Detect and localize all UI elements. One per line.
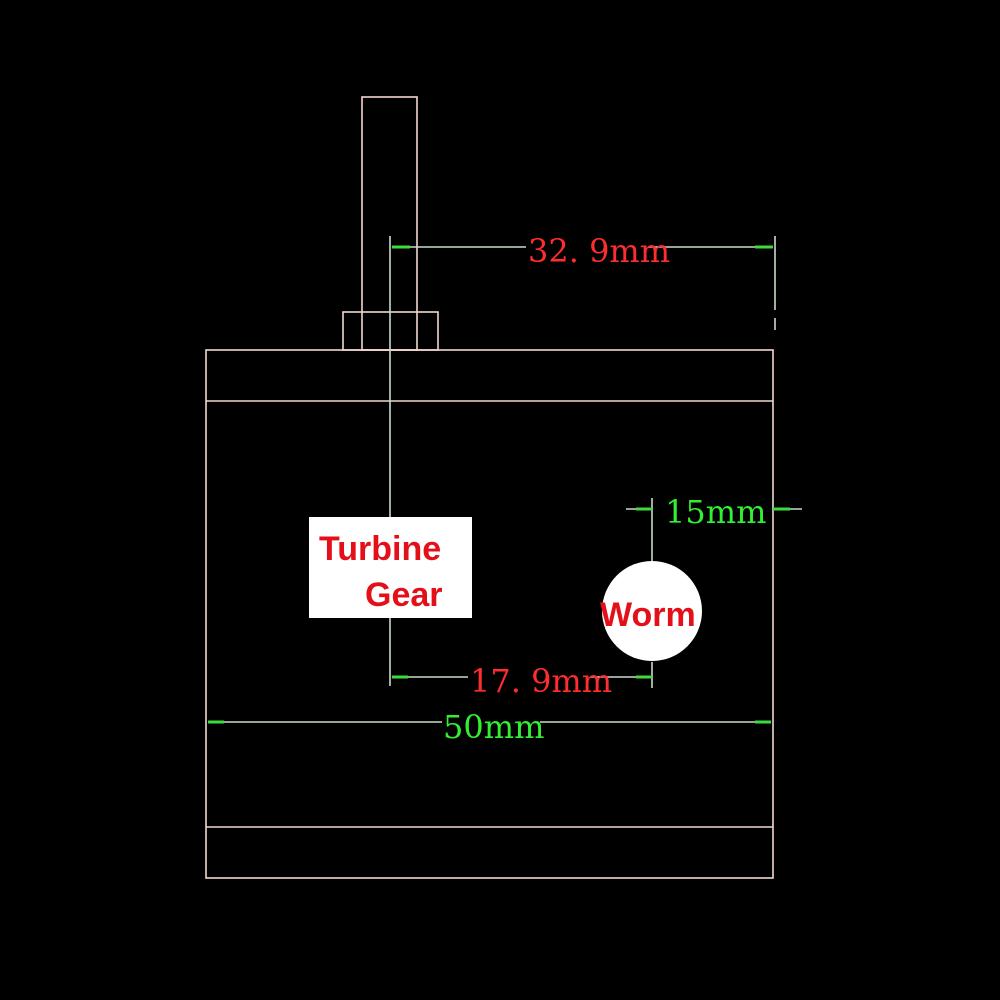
- gearbox-body: [205, 349, 774, 879]
- dim-text-worm-offset: 15mm: [665, 493, 766, 531]
- worm-circle: [602, 561, 702, 661]
- dim-text-body-width: 50mm: [443, 708, 544, 746]
- worm-label: Worm: [600, 596, 696, 634]
- dim-text-shaft-offset: 32. 9mm: [528, 232, 670, 270]
- turbine-gear-label-box: [309, 517, 472, 618]
- turbine-gear-label-line1: Turbine: [319, 530, 441, 568]
- turbine-gear-label-line2: Gear: [365, 576, 443, 614]
- dim-text-gear-to-worm: 17. 9mm: [470, 662, 612, 700]
